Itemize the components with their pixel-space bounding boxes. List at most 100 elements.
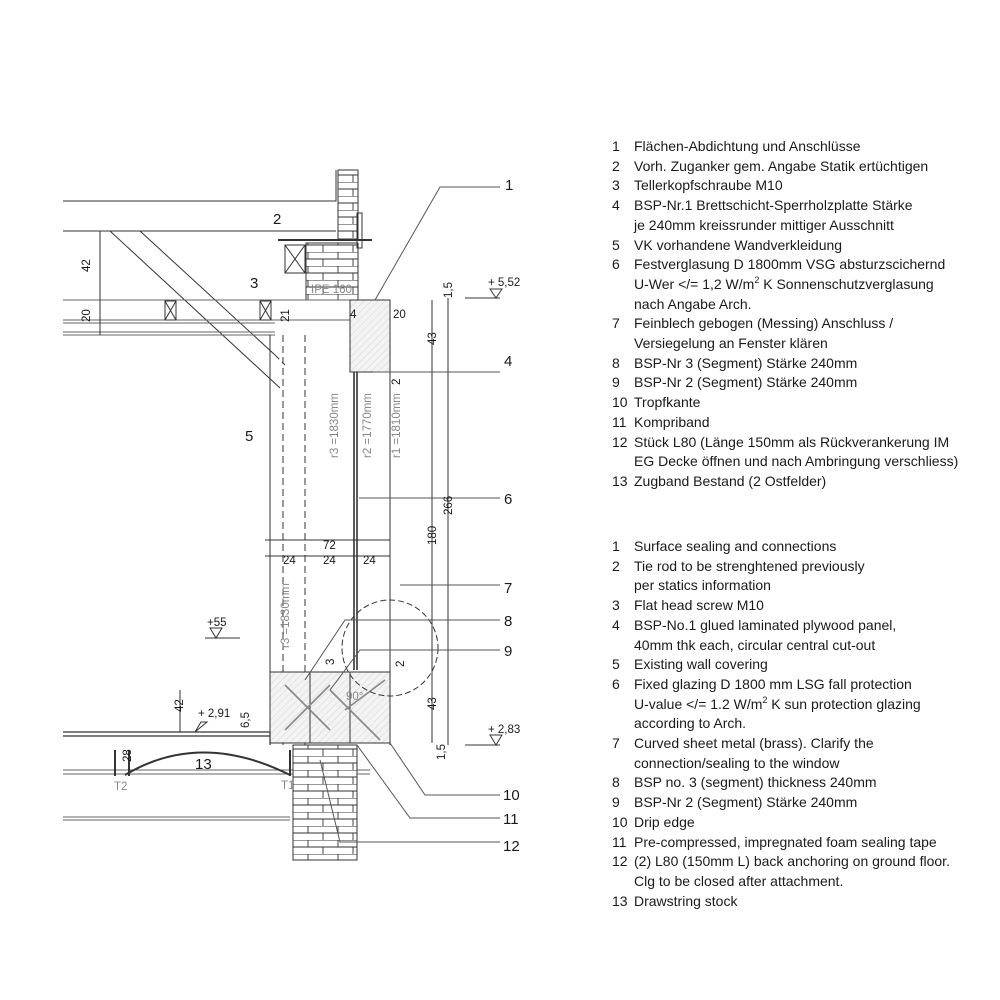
legend-item: 40mm thk each, circular central cut-out xyxy=(612,636,950,656)
legend-text: Vorh. Zuganker gem. Angabe Statik ertüch… xyxy=(634,157,929,174)
radius-r3-lower: r3 =1830mm xyxy=(280,583,292,648)
callout-8: 8 xyxy=(504,613,512,630)
legend-text-part: U-Wer </= 1,2 W/m xyxy=(634,275,755,292)
legend-text: Clg to be closed after attachment. xyxy=(634,872,844,889)
legend-number: 13 xyxy=(612,892,628,909)
superscript: 2 xyxy=(754,274,760,285)
level-sill: + 2,83 xyxy=(488,724,520,736)
legend-item: 2 Vorh. Zuganker gem. Angabe Statik ertüc… xyxy=(612,157,958,177)
dim-4: 4 xyxy=(350,309,357,321)
callout-3: 3 xyxy=(250,275,258,292)
legend-text: Surface sealing and connections xyxy=(634,538,837,554)
callout-2: 2 xyxy=(273,211,281,228)
legend-text: nach Angabe Arch. xyxy=(634,295,752,312)
legend-item: 5 Existing wall covering xyxy=(612,655,950,675)
level-top: + 5,52 xyxy=(488,277,520,289)
legend-number: 8 xyxy=(612,774,620,791)
dim-43-top: 43 xyxy=(427,332,439,345)
legend-text-part: K Sonnenschutzverglasung xyxy=(759,275,934,292)
legend-text: Tellerkopfschraube M10 xyxy=(634,177,783,194)
legend-number: 12 xyxy=(612,433,628,450)
dim-1-5-top: 1,5 xyxy=(443,282,455,298)
callout-1: 1 xyxy=(505,177,513,194)
callout-numbers: 1 2 3 4 5 6 7 8 9 10 11 12 13 xyxy=(195,177,520,855)
legend-number: 8 xyxy=(612,354,620,371)
dim-24-c: 24 xyxy=(363,555,376,567)
dim-3: 3 xyxy=(325,659,337,665)
legend-number: 6 xyxy=(612,675,620,692)
legend-text: Tropfkante xyxy=(634,394,701,411)
callout-5: 5 xyxy=(245,428,253,445)
legend-item: 1 Surface sealing and connections xyxy=(612,537,950,557)
legend-number xyxy=(612,695,634,715)
legend-item: 11 Pre-compressed, impregnated foam seali… xyxy=(612,833,950,853)
angle-90: 90° xyxy=(346,691,363,703)
legend-text: VK vorhandene Wandverkleidung xyxy=(634,236,843,253)
legend-text: according to Arch. xyxy=(634,715,747,732)
dim-24-a: 24 xyxy=(283,555,296,567)
legend-item: per statics information xyxy=(612,576,950,596)
legend-text: Curved sheet metal (brass). Clarify the xyxy=(634,735,874,752)
dim-72: 72 xyxy=(323,540,336,552)
superscript: 2 xyxy=(762,694,768,705)
legend-item: 12 (2) L80 (150mm L) back anchoring on gr… xyxy=(612,852,950,872)
legend-number: 1 xyxy=(612,538,620,554)
legend-number xyxy=(612,295,634,315)
legend-item: according to Arch. xyxy=(612,714,950,734)
legend-number xyxy=(612,334,634,354)
legend-item: U-value </= 1.2 W/m2 K sun protection gl… xyxy=(612,695,950,715)
legend-number: 2 xyxy=(612,157,620,174)
legend-text: U-Wer </= 1,2 W/m2 K Sonnenschutzverglas… xyxy=(634,275,934,295)
legend-text: Flat head screw M10 xyxy=(634,597,764,614)
radius-r1: r1 =1810mm xyxy=(391,393,403,458)
legend-number: 5 xyxy=(612,656,620,673)
legend-text: Existing wall covering xyxy=(634,656,768,673)
level-labels: + 5,52 +55 + 2,91 + 2,83 xyxy=(198,277,520,736)
legend-text: Drip edge xyxy=(634,813,695,830)
legend-item: Clg to be closed after attachment. xyxy=(612,872,950,892)
radius-labels: r3 =1830mm r2 =1770mm r1 =1810mm r3 =183… xyxy=(114,284,403,793)
legend-number: 11 xyxy=(612,833,627,850)
legend-text: Pre-compressed, impregnated foam sealing… xyxy=(634,833,937,850)
legend-text: BSP-Nr 3 (Segment) Stärke 240mm xyxy=(634,354,858,371)
legend-text: Versiegelung an Fenster klären xyxy=(634,335,828,352)
legend-item: 3 Flat head screw M10 xyxy=(612,596,950,616)
legend-number: 11 xyxy=(612,413,627,430)
legend-number: 9 xyxy=(612,794,620,811)
legend-text: Kompriband xyxy=(634,413,710,430)
legend-number xyxy=(612,754,634,774)
legend-text: Feinblech gebogen (Messing) Anschluss / xyxy=(634,315,894,332)
dimension-labels: 42 20 21 4 20 1,5 43 266 180 72 24 24 24… xyxy=(81,259,455,762)
legend-text: Tie rod to be strenghtened previously xyxy=(634,557,865,574)
legend-number: 3 xyxy=(612,597,620,614)
dim-42-low: 42 xyxy=(174,699,186,712)
legend-text: 40mm thk each, circular central cut-out xyxy=(634,636,876,653)
legend-number: 4 xyxy=(612,616,620,633)
legend-number: 5 xyxy=(612,236,620,253)
callout-6: 6 xyxy=(504,491,512,508)
legend-number: 12 xyxy=(612,853,628,870)
legend-text: (2) L80 (150mm L) back anchoring on grou… xyxy=(634,853,950,870)
legend-item: 5 VK vorhandene Wandverkleidung xyxy=(612,236,958,256)
level-mid: +55 xyxy=(207,617,227,629)
legend-item: U-Wer </= 1,2 W/m2 K Sonnenschutzverglas… xyxy=(612,275,958,295)
legend-text: Zugband Bestand (2 Ostfelder) xyxy=(634,472,827,489)
legend-text: je 240mm kreissrunder mittiger Ausschnit… xyxy=(634,216,894,233)
legend-text: Flächen-Abdichtung und Anschlüsse xyxy=(634,138,861,154)
legend-number: 7 xyxy=(612,735,620,752)
tie-t2-label: T2 xyxy=(114,781,127,793)
level-floor: + 2,91 xyxy=(198,708,230,720)
legend-english: 1 Surface sealing and connections 2 Tie rod… xyxy=(612,537,950,911)
callout-11: 11 xyxy=(503,811,519,828)
dim-42-top: 42 xyxy=(81,259,93,272)
legend-text: U-value </= 1.2 W/m2 K sun protection gl… xyxy=(634,695,921,715)
legend-number: 10 xyxy=(612,394,628,411)
dim-1-5-bottom: 1,5 xyxy=(436,744,448,760)
